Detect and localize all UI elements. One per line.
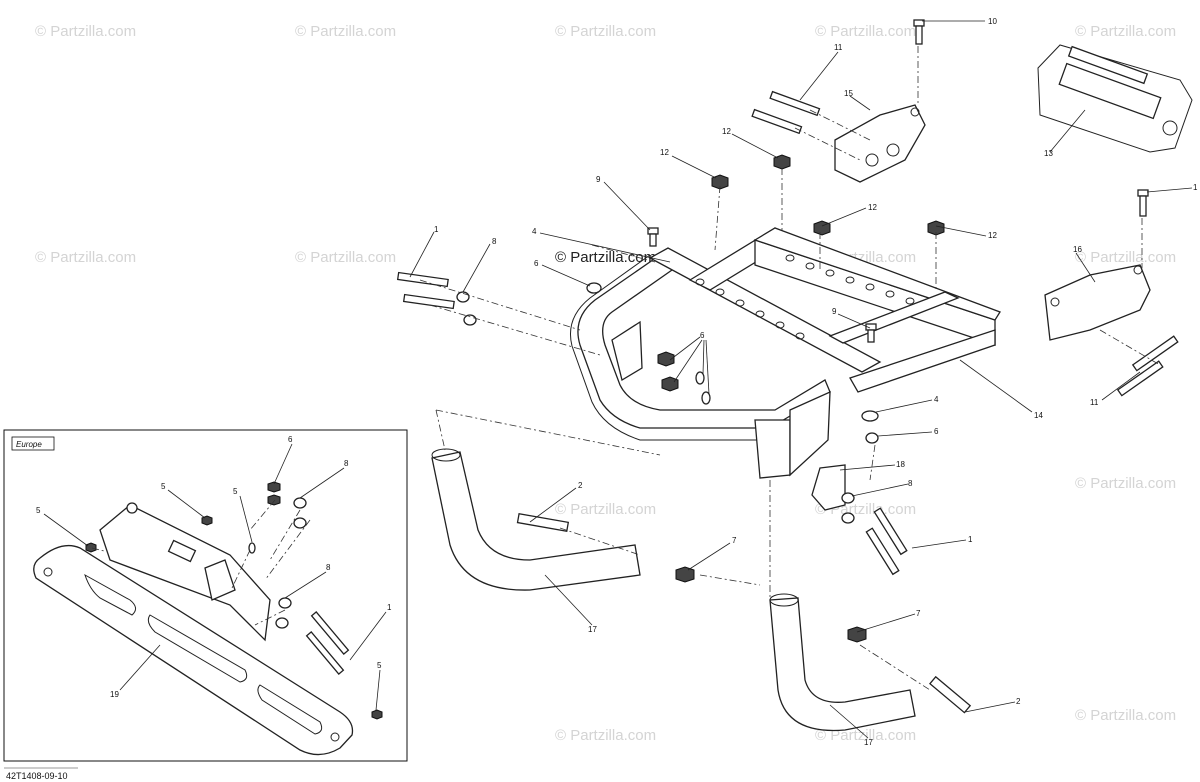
leader-lines: [409, 20, 1193, 739]
callout: 1: [434, 225, 439, 234]
callout: 16: [1073, 245, 1082, 254]
callout: 15: [844, 89, 853, 98]
watermark: © Partzilla.com: [1075, 475, 1176, 492]
callout: 5: [233, 487, 238, 496]
callout: 4: [934, 395, 939, 404]
callout: 12: [722, 127, 731, 136]
callout: 12: [660, 148, 669, 157]
watermark: © Partzilla.com: [295, 249, 396, 266]
callout: 9: [832, 307, 837, 316]
inset-leader-lines: [43, 443, 387, 711]
callout: 12: [988, 231, 997, 240]
europe-inset: Europe: [3, 429, 408, 762]
callout: 17: [864, 738, 873, 747]
callout: 2: [1016, 697, 1021, 706]
watermark: © Partzilla.com: [1075, 249, 1176, 266]
fasteners: [396, 19, 1179, 714]
callout: 5: [377, 661, 382, 670]
callout: 8: [326, 563, 331, 572]
watermark: © Partzilla.com: [555, 727, 656, 744]
callout: 8: [344, 459, 349, 468]
watermark: © Partzilla.com: [295, 23, 396, 40]
assembly-lines: [419, 46, 1161, 691]
watermark: © Partzilla.com: [815, 23, 916, 40]
callout: 7: [916, 609, 921, 618]
watermark: © Partzilla.com: [35, 249, 136, 266]
inset-title: Europe: [16, 440, 42, 449]
drawing-code: 42T1408-09-10: [6, 771, 68, 781]
callout: 19: [110, 690, 119, 699]
hinge-bracket-15: [834, 104, 926, 183]
callout: 7: [732, 536, 737, 545]
callout: 11: [1090, 398, 1099, 407]
callout: 5: [161, 482, 166, 491]
callout: 8: [492, 237, 497, 246]
bracket-18: [811, 464, 846, 511]
rear-rack-frame: [570, 227, 1001, 479]
inset-callouts: 6 8 5 5 5 8 1 5 19: [36, 435, 392, 699]
callout: 6: [534, 259, 539, 268]
callout: 14: [1034, 411, 1043, 420]
watermark: © Partzilla.com: [555, 501, 656, 518]
callout: 6: [288, 435, 293, 444]
callout: 5: [36, 506, 41, 515]
inset-assembly-lines: [91, 499, 311, 626]
callout: 13: [1044, 149, 1053, 158]
hinge-bracket-16: [1044, 264, 1151, 341]
callout: 1: [968, 535, 973, 544]
callout: 4: [532, 227, 537, 236]
callout: 1: [1193, 183, 1198, 192]
watermark: © Partzilla.com: [35, 23, 136, 40]
callout: 9: [596, 175, 601, 184]
callout: 12: [868, 203, 877, 212]
callout: 8: [908, 479, 913, 488]
step-tube-left-17: [431, 448, 641, 591]
callout: 17: [588, 625, 597, 634]
callout: 6: [700, 331, 705, 340]
callout-numbers: 10 11 15 12 12 9 12 12 1 16 11 13 1 8 4 …: [434, 17, 1198, 747]
callout: 6: [934, 427, 939, 436]
rail-holes: [695, 254, 915, 340]
watermark: © Partzilla.com: [1075, 23, 1176, 40]
watermark: © Partzilla.com: [1075, 707, 1176, 724]
callout: 1: [387, 603, 392, 612]
callout: 2: [578, 481, 583, 490]
callout: 11: [834, 43, 843, 52]
step-tube-right-17: [769, 593, 916, 732]
watermark: © Partzilla.com: [555, 23, 656, 40]
callout: 18: [896, 460, 905, 469]
callout: 10: [988, 17, 997, 26]
watermark-center: © Partzilla.com: [555, 249, 656, 266]
tool-kit-13: [1037, 44, 1193, 153]
